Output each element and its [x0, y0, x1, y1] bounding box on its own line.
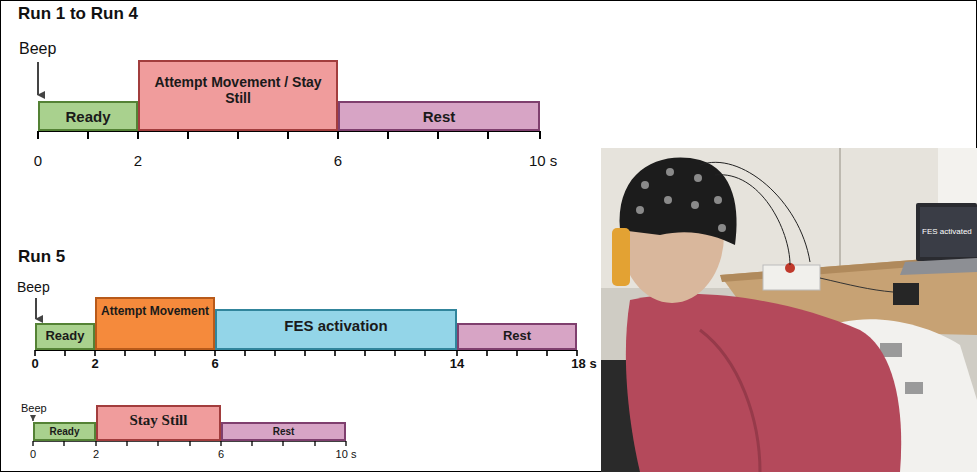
time-tick: 6 [218, 448, 224, 461]
time-tick: 10 s [336, 448, 357, 461]
beep-arrow-head [30, 415, 36, 421]
run-heading: Run 5 [18, 247, 65, 267]
rest-phase: Rest [221, 422, 346, 441]
time-tick: 10 s [529, 152, 557, 169]
beep-label: Beep [21, 402, 47, 415]
beep-label: Beep [19, 40, 56, 58]
time-tick: 2 [91, 357, 98, 372]
phase-name: Ready [43, 108, 133, 125]
task-phase: Attempt Movement / Stay Still [138, 60, 338, 131]
time-tick: 18 s [571, 357, 596, 372]
time-tick: 14 [450, 357, 464, 372]
screen-text: FES activated [922, 227, 972, 236]
time-tick: 2 [93, 448, 99, 461]
beep-arrow [35, 298, 37, 319]
time-tick: 0 [30, 448, 36, 461]
phase-name: Ready [38, 426, 91, 438]
ready-phase: Ready [33, 422, 96, 441]
rest-phase: Rest [338, 101, 540, 131]
phase-name: Attempt Movement [100, 305, 210, 319]
phase-name: Rest [462, 329, 572, 344]
run-heading: Run 1 to Run 4 [18, 4, 138, 24]
beep-label: Beep [17, 279, 50, 295]
time-axis [33, 131, 577, 446]
ready-phase: Ready [38, 101, 138, 131]
phase-name: FES activation [220, 317, 452, 334]
time-tick: 0 [34, 152, 42, 169]
phase-name: Rest [343, 108, 535, 125]
time-tick: 2 [134, 152, 142, 169]
time-tick: 0 [31, 357, 38, 372]
photo-illustration [601, 148, 977, 472]
time-tick: 6 [211, 357, 218, 372]
task-phase: Stay Still [96, 405, 221, 441]
phase-name: Attempt Movement / Stay Still [143, 74, 333, 106]
phase-name: Rest [226, 426, 341, 438]
rest-phase: Rest [457, 323, 577, 350]
ready-phase: Ready [35, 323, 95, 350]
time-tick: 6 [334, 152, 342, 169]
beep-arrow [37, 62, 39, 95]
task-phase: Attempt Movement [95, 297, 215, 350]
phase-name: Stay Still [101, 412, 216, 429]
fes-phase: FES activation [215, 309, 457, 350]
phase-name: Ready [40, 329, 90, 344]
